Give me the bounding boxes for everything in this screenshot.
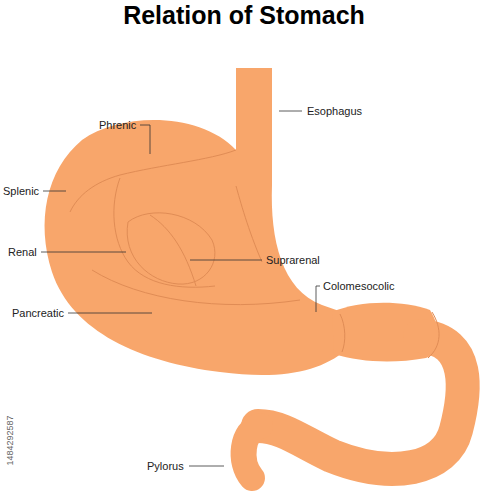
region-outline	[114, 178, 215, 287]
watermark-id: 1484292587	[4, 415, 17, 465]
region-outline	[236, 186, 262, 262]
part-label: Renal	[8, 246, 37, 259]
diagram-title: Relation of Stomach	[0, 0, 488, 30]
part-label: Splenic	[3, 185, 39, 198]
duodenum-tube	[258, 336, 463, 469]
part-label: Colomesocolic	[323, 280, 395, 293]
suprarenal-region	[150, 215, 196, 286]
part-label: Esophagus	[307, 105, 362, 118]
part-label: Pylorus	[147, 460, 184, 473]
leader-line	[140, 125, 150, 154]
leader-line	[189, 466, 224, 467]
stomach-body	[45, 68, 346, 375]
part-label: Suprarenal	[266, 254, 320, 267]
leader-line	[190, 260, 262, 261]
part-label: Phrenic	[99, 119, 136, 132]
pylorus-end	[244, 426, 260, 478]
pancreatic-region	[92, 270, 300, 305]
leader-line	[43, 191, 66, 192]
duodenum-ring	[428, 312, 439, 358]
renal-region	[127, 213, 215, 284]
leader-line	[279, 111, 302, 112]
part-label: Pancreatic	[12, 307, 64, 320]
leader-line	[41, 252, 126, 253]
region-outline	[70, 150, 236, 212]
leader-line	[68, 313, 152, 314]
leader-line	[316, 286, 320, 312]
pylorus-ring	[340, 314, 345, 352]
